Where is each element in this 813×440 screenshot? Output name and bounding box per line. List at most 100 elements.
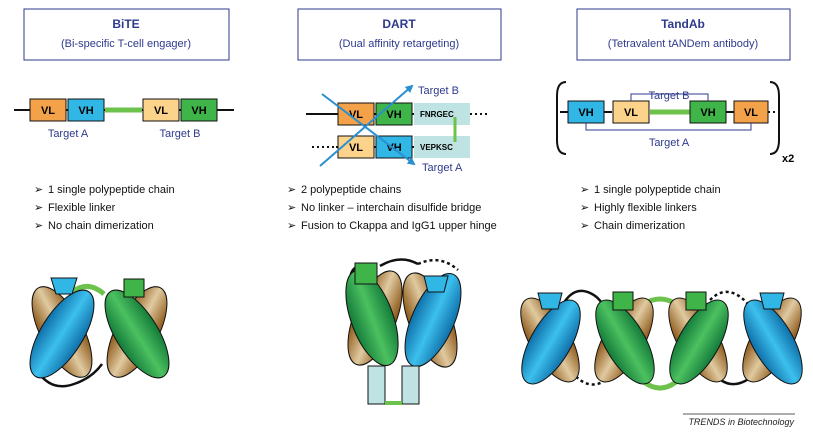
tandab-vh-ellipse [595,299,655,385]
tandab-target-a-label: Target A [649,137,690,149]
bite-fv-right [104,278,170,379]
tandab-domain-vh-a-label: VH [578,107,593,119]
dart-sequence-top: FNRGEC [420,110,454,119]
tandab-bullet-marker: ➢ [580,202,589,214]
bite-domain-vh-b [180,98,218,122]
bite-fv-left [29,277,95,379]
tandab-bullet: Highly flexible linkers [594,202,697,214]
tandab-bracket-right [769,81,780,155]
bite-bullet: Flexible linker [48,202,116,214]
dart-ckappa-stalk [367,365,386,405]
bite-domain-vl-a-label: VL [41,105,55,117]
bite-domain-vh-a [67,98,105,122]
bite-title: BiTE [112,17,139,31]
bite-bullet: 1 single polypeptide chain [48,184,175,196]
dart-target-b-label: Target B [418,85,459,97]
dart-arrow-target-b [319,84,414,167]
dart-bullet: No linker – interchain disulfide bridge [301,202,481,214]
dart-domain-bottom-vl-label: VL [349,142,363,154]
dart-arrow-target-a [321,93,416,166]
bite-schematic: VL VH VL VH Target A Target B [14,98,234,140]
tandab-vh-ellipse [521,299,581,385]
tandab-tcell-epitope [759,292,785,310]
tandab-fv-3 [668,291,729,385]
dart-subtitle: (Dual affinity retargeting) [339,38,459,50]
bite-domain-vl-b [142,98,180,122]
credit-text: TRENDS in Biotechnology [688,417,794,427]
bite-flexible-linker [70,284,106,296]
dart-fv-left [345,262,403,367]
tandab-fv-1 [520,292,581,385]
bite-bullet-marker: ➢ [34,202,43,214]
tandab-domain-vl-a-label: VL [744,107,758,119]
dart-bullet: Fusion to Ckappa and IgG1 upper hinge [301,220,497,232]
bite-bullets: ➢ 1 single polypeptide chain ➢ Flexible … [34,184,175,232]
tandab-bullet: 1 single polypeptide chain [594,184,721,196]
tandab-bracket-left [556,81,567,155]
dart-domain-top-vl [337,102,375,126]
bite-domain-vh-b-label: VH [191,105,206,117]
bite-domain-vl-b-label: VL [154,105,168,117]
bite-target-epitope [123,278,145,298]
dart-backbone-dotted [417,258,459,271]
tandab-tcell-epitope [537,292,563,310]
tandab-title: TandAb [661,17,705,31]
tandab-header-box [576,8,791,61]
dart-backbone-arc [379,258,419,268]
tandab-target-epitope [685,291,707,311]
tandab-backbone-dotted-top [709,290,749,305]
tandab-domain-vl-b-label: VL [624,107,638,119]
tandab-pair-a-connector [585,123,752,131]
tandab-structure-illustration [520,289,803,391]
dart-hinge-stalk [401,365,420,405]
dart-target-epitope [354,262,378,285]
tandab-vh-ellipse [743,299,803,385]
bite-header-box [23,8,230,61]
tandab-header: TandAb (Tetravalent tANDem antibody) [576,8,791,61]
bite-subtitle: (Bi-specific T-cell engager) [61,38,191,50]
tandab-vh-ellipse [669,299,729,385]
dart-bullet-marker: ➢ [287,202,296,214]
tandab-bullet-marker: ➢ [580,220,589,232]
bite-target-b-label: Target B [160,128,201,140]
tandab-pair-b-connector [630,93,709,101]
dart-bullet: 2 polypeptide chains [301,184,402,196]
dart-structure-illustration [345,258,462,405]
dart-bullets: ➢ 2 polypeptide chains ➢ No linker – int… [287,184,497,232]
dart-sequence-bottom: VEPKSC [420,143,453,152]
tandab-backbone-dotted-bottom [571,371,607,386]
bite-header: BiTE (Bi-specific T-cell engager) [23,8,230,61]
tandab-target-epitope [612,291,634,311]
dart-bullet-marker: ➢ [287,184,296,196]
bite-bullet-marker: ➢ [34,184,43,196]
tandab-domain-vh-b-label: VH [700,107,715,119]
tandab-bullet: Chain dimerization [594,220,685,232]
dart-domain-top-vh-label: VH [386,109,401,121]
tandab-fv-4 [742,292,803,385]
tandab-bullet-marker: ➢ [580,184,589,196]
journal-credit: TRENDS in Biotechnology [683,413,795,427]
bite-domain-vl-a [29,98,67,122]
dart-bullet-marker: ➢ [287,220,296,232]
tandab-subtitle: (Tetravalent tANDem antibody) [608,38,758,50]
bite-tcell-epitope [50,277,78,295]
dart-tcell-epitope [423,275,449,293]
bite-bullet-marker: ➢ [34,220,43,232]
tandab-target-b-label: Target B [649,90,690,102]
tandab-fv-2 [594,291,655,385]
dart-fv-right [402,272,462,368]
dart-title: DART [382,17,416,31]
bite-vh-ellipse [29,289,95,379]
dart-header-box [297,8,502,61]
tandab-bullets: ➢ 1 single polypeptide chain ➢ Highly fl… [580,184,721,232]
bite-domain-vh-a-label: VH [78,105,93,117]
bite-target-a-label: Target A [48,128,89,140]
bite-structure-illustration [29,277,170,388]
bite-backbone-loop [36,363,104,388]
dart-header: DART (Dual affinity retargeting) [297,8,502,61]
tandab-schematic: x2 VH VL VH VL Target B Target A [556,81,794,165]
dart-target-a-label: Target A [422,162,463,174]
bite-vh-ellipse [104,289,170,379]
